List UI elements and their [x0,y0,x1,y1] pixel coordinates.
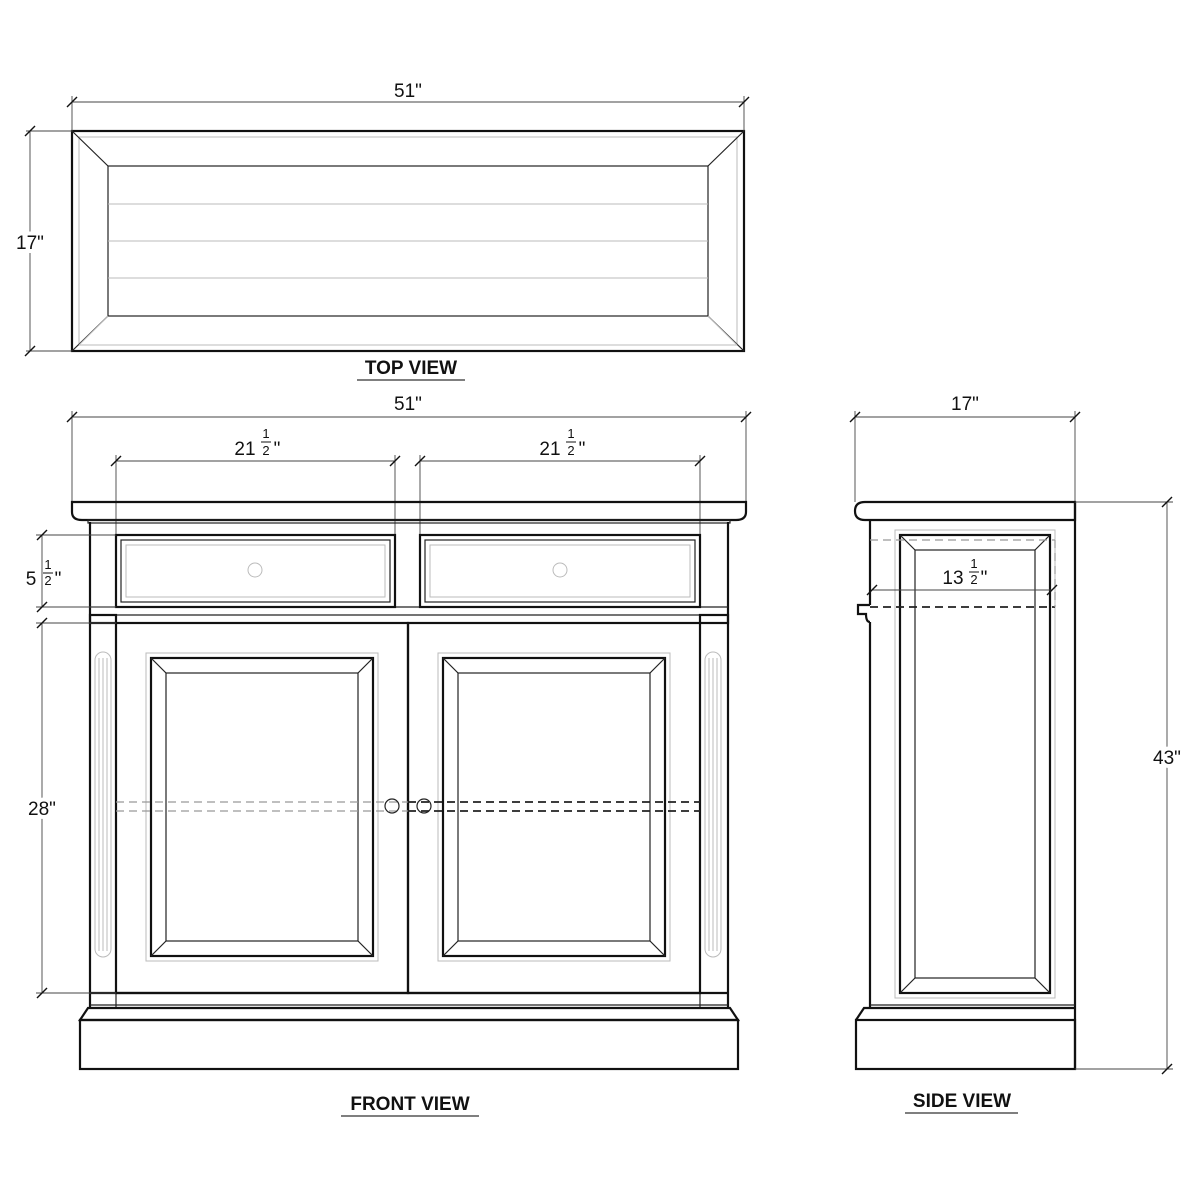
drawer-depth-num: 1 [970,556,977,571]
front-width-dimension: 51" [66,394,752,502]
front-view-title: FRONT VIEW [350,1094,469,1115]
left-drawer-width-unit: " [274,439,281,460]
left-drawer-width-den: 2 [262,443,269,458]
left-door-knob [384,798,400,814]
drawer-height-unit: " [55,569,62,590]
right-drawer-width-den: 2 [567,443,574,458]
side-view [853,500,1077,1071]
drawer-depth-whole: 13 [942,568,963,589]
side-depth-dimension: 17" [849,394,1081,502]
door-height-dimension: 28" [24,617,116,999]
overall-height-label: 43" [1153,748,1181,769]
left-drawer-width-whole: 21 [234,439,255,460]
right-drawer-knob [552,562,568,578]
drawer-depth-den: 2 [970,572,977,587]
right-drawer-width-num: 1 [567,426,574,441]
top-depth-dimension: 17" [12,125,72,357]
drawer-depth-dimension: 13 1 2 " [866,556,1058,596]
front-view [70,500,748,1071]
front-width-label: 51" [394,394,422,415]
top-width-label: 51" [394,81,422,102]
right-drawer-width-dimension: 21 1 2 " [414,426,706,535]
door-height-label: 28" [28,799,56,820]
top-view-title: TOP VIEW [365,358,457,379]
side-view-title: SIDE VIEW [913,1091,1011,1112]
right-drawer-width-whole: 21 [539,439,560,460]
left-drawer-width-dimension: 21 1 2 " [110,426,401,535]
right-drawer-width-unit: " [579,439,586,460]
drawer-height-num: 1 [44,557,51,572]
top-depth-label: 17" [16,233,44,254]
overall-height-dimension: 43" [1075,496,1185,1075]
drawer-height-whole: 5 [26,569,37,590]
left-drawer-knob [247,562,263,578]
left-drawer-width-num: 1 [262,426,269,441]
side-depth-label: 17" [951,394,979,415]
drawer-height-dimension: 5 1 2 " [23,529,116,613]
drawer-height-den: 2 [44,573,51,588]
right-door-knob [416,798,432,814]
top-view [70,129,746,353]
top-width-dimension: 51" [66,81,750,131]
drawer-depth-unit: " [981,568,988,589]
